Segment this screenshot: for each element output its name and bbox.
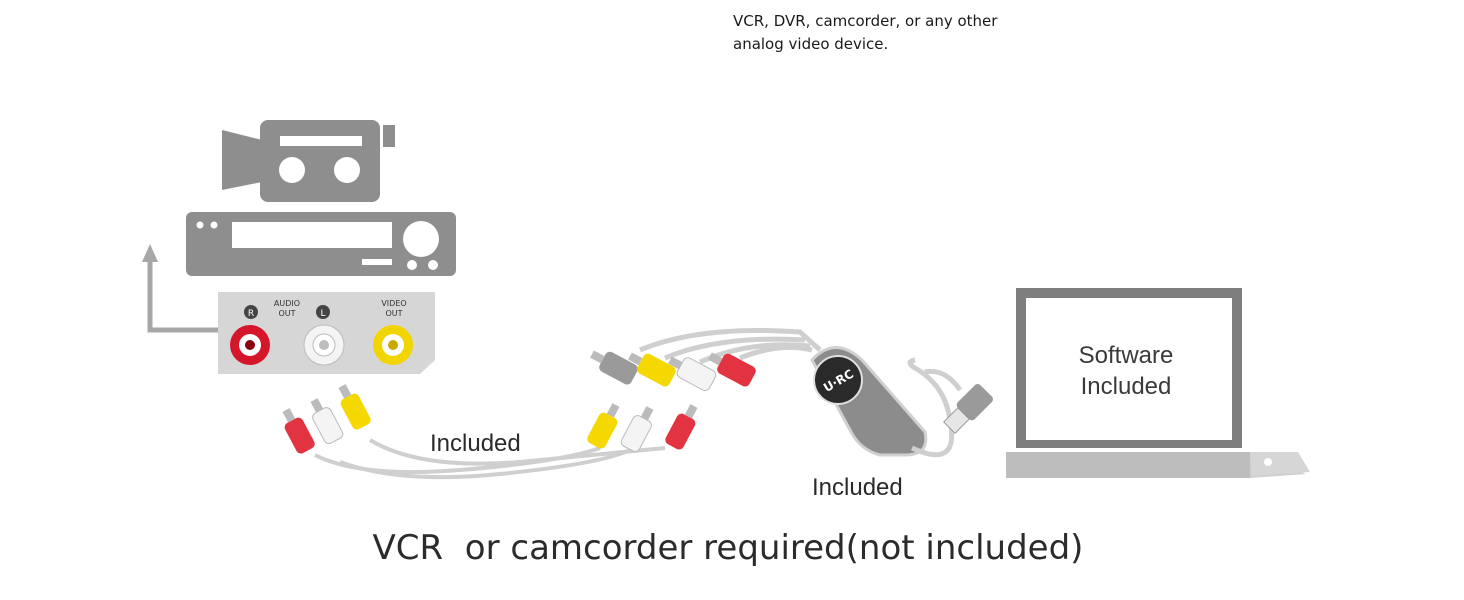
white-plug-icon [668, 356, 717, 392]
requirement-text: VCR or camcorder required(not included) [372, 528, 1084, 568]
top-caption: VCR, DVR, camcorder, or any other analog… [733, 10, 1053, 56]
red-plug-icon [665, 404, 698, 450]
gray-plug-icon [590, 350, 638, 385]
white-jack-icon [303, 324, 345, 366]
bottom-caption: VCR or camcorder required(not included) [0, 528, 1464, 568]
laptop-icon [1006, 288, 1310, 478]
usb-capture-device: U·RC [810, 346, 993, 458]
laptop-screen-text: Software Included [1026, 340, 1226, 402]
red-plug-icon [282, 408, 315, 454]
arrow-icon [142, 244, 218, 333]
software-included-label: Included [1080, 373, 1172, 400]
software-label: Software [1078, 342, 1174, 369]
capture-cable [590, 327, 822, 392]
yellow-plug-icon [628, 352, 676, 387]
video-out-label-2: OUT [385, 309, 402, 318]
usb-device-included-label: Included [812, 474, 903, 501]
rca-cable-included-label: Included [430, 430, 521, 457]
yellow-plug-icon [587, 403, 620, 449]
yellow-jack-icon [373, 325, 413, 365]
av-output-panel: R AUDIO OUT L VIDEO OUT [218, 292, 435, 374]
red-jack-icon [230, 325, 270, 365]
r-channel-label: R [248, 309, 254, 319]
rca-cable [282, 384, 698, 480]
top-caption-line-2: analog video device. [733, 35, 889, 53]
red-plug-icon [708, 352, 756, 387]
vcr-icon [186, 212, 456, 276]
yellow-plug-icon [338, 384, 371, 430]
l-channel-label: L [320, 309, 325, 319]
white-plug-icon [620, 406, 654, 453]
audio-out-label-2: OUT [278, 309, 295, 318]
usb-plug-icon [943, 384, 993, 434]
white-plug-icon [310, 398, 344, 445]
top-caption-line-1: VCR, DVR, camcorder, or any other [733, 12, 998, 30]
camcorder-icon [222, 120, 395, 202]
audio-out-label-1: AUDIO [274, 299, 300, 308]
video-out-label-1: VIDEO [381, 299, 406, 308]
